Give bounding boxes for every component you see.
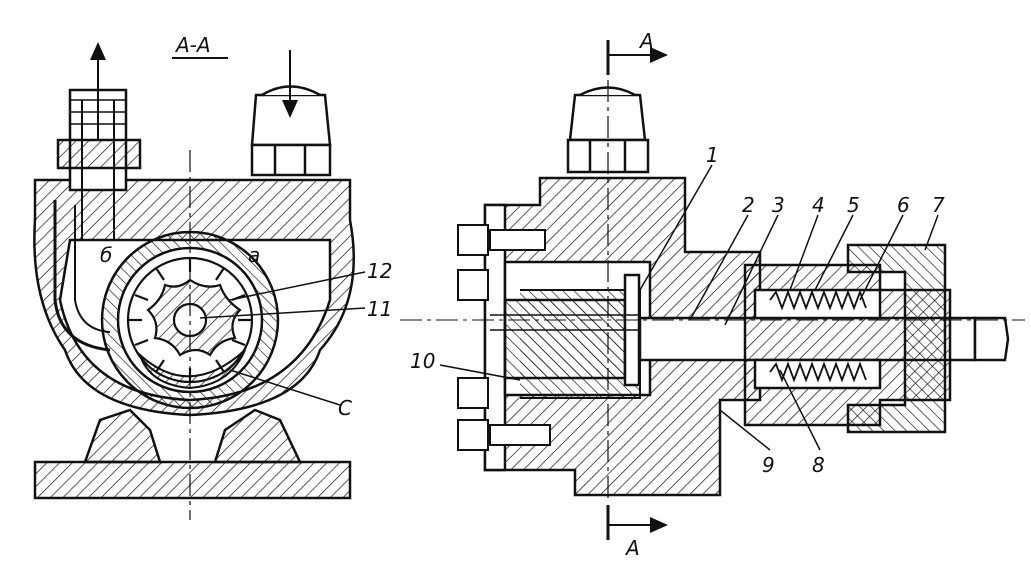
label-c: С — [338, 396, 352, 420]
spring-lower — [769, 361, 867, 383]
label-8: 8 — [812, 453, 825, 477]
label-2: 2 — [742, 193, 755, 217]
label-12: 12 — [367, 259, 392, 283]
label-10: 10 — [410, 349, 435, 373]
label-1: 1 — [706, 143, 719, 167]
inner-rotor — [146, 278, 242, 357]
cap-nut-7 — [846, 243, 947, 434]
label-7: 7 — [932, 193, 945, 217]
label-4: 4 — [812, 193, 825, 217]
pump-leg-right — [213, 408, 302, 464]
section-marker-bottom: А — [624, 536, 640, 560]
section-view-aa — [33, 42, 366, 520]
bolts — [457, 224, 551, 451]
label-11: 11 — [367, 297, 392, 321]
pump-leg-left — [83, 408, 162, 464]
label-5: 5 — [847, 193, 860, 217]
section-marker-top: А — [638, 29, 654, 53]
label-6: 6 — [897, 193, 910, 217]
outlet-fitting — [56, 88, 142, 240]
label-9: 9 — [762, 453, 775, 477]
shaft-end — [973, 316, 1010, 362]
longitudinal-view — [400, 40, 1025, 540]
label-outlet-b: б — [100, 243, 112, 267]
rotor-disc-10 — [503, 298, 627, 380]
section-title: А-А — [174, 33, 211, 57]
inlet-fitting — [250, 85, 332, 177]
crescent-c — [137, 349, 246, 390]
spring-upper — [769, 289, 867, 311]
pump-base — [33, 460, 352, 500]
label-inlet-a: а — [248, 243, 260, 267]
label-3: 3 — [772, 193, 785, 217]
